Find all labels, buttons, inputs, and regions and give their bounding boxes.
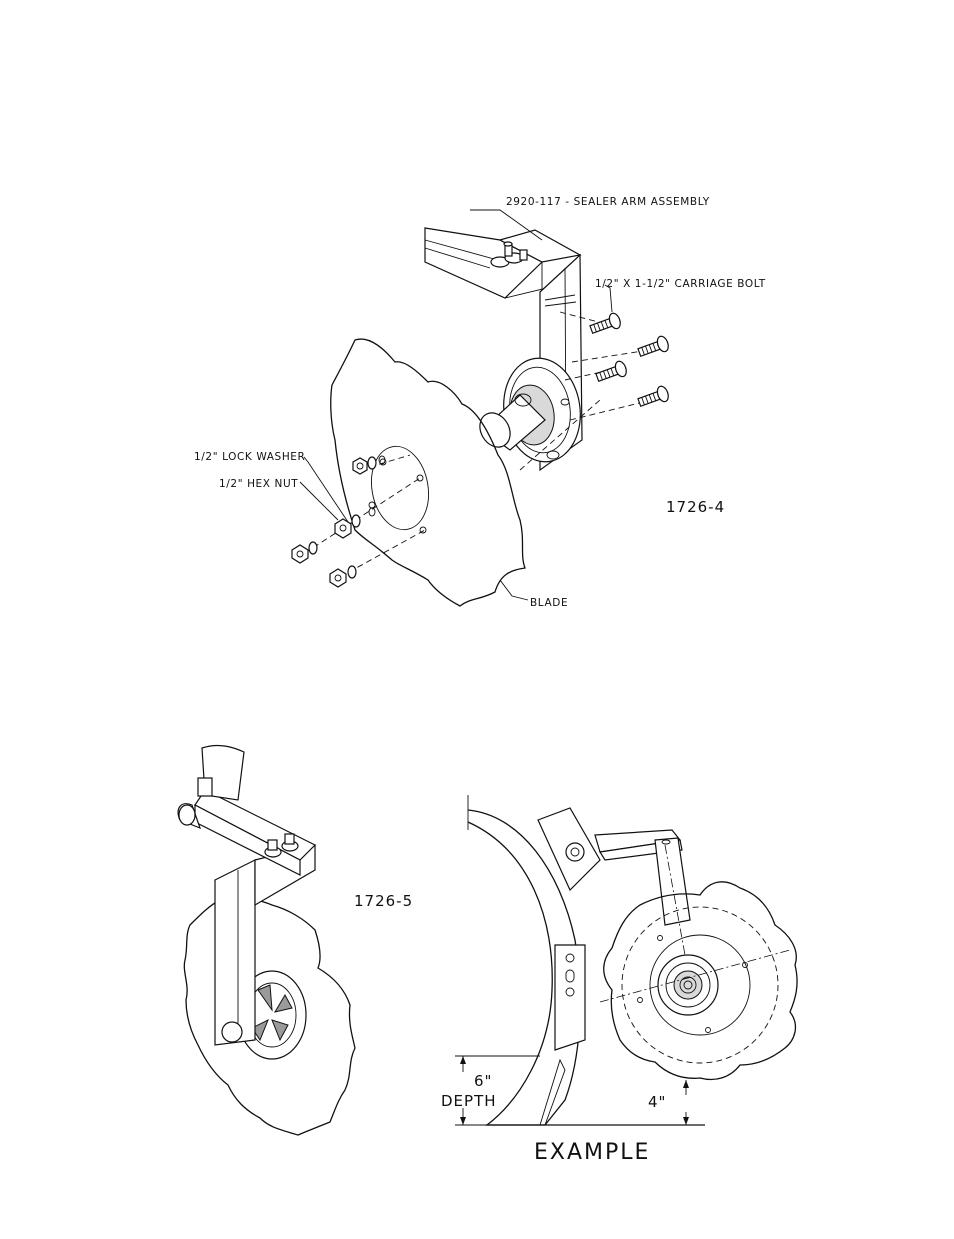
lock-washer-label: 1/2" LOCK WASHER (194, 451, 305, 463)
clearance-value-label: 4" (648, 1093, 666, 1111)
assembled-mount-clamp (177, 744, 245, 830)
leader-lines (299, 209, 613, 601)
assembled-arm-top (194, 789, 317, 876)
depth-label: DEPTH (441, 1092, 497, 1110)
example-caption: EXAMPLE (534, 1140, 650, 1165)
depth-example-figure: 6" DEPTH 4" EXAMPLE (441, 795, 798, 1165)
carriage-bolts (589, 312, 669, 408)
hub-bearing (479, 357, 581, 463)
blade-disc (330, 338, 526, 607)
closing-wheel (603, 881, 798, 1081)
assembled-view-figure: 1726-5 (177, 744, 413, 1136)
nuts-and-washers (291, 455, 386, 588)
sealer-arm-label: 2920-117 - SEALER ARM ASSEMBLY (506, 196, 710, 208)
blade-label: BLADE (530, 597, 568, 609)
arm-top-bolts (490, 241, 528, 268)
curved-shank (467, 795, 586, 1126)
depth-dimension (455, 1055, 540, 1125)
exploded-view-figure: 2920-117 - SEALER ARM ASSEMBLY 1/2" X 1-… (194, 196, 766, 609)
figure-id-1726-5: 1726-5 (354, 892, 413, 910)
figure-id-1726-4: 1726-4 (666, 498, 725, 516)
clearance-dimension (683, 1080, 689, 1125)
carriage-bolt-label: 1/2" X 1-1/2" CARRIAGE BOLT (595, 278, 766, 290)
assembly-guide-lines (304, 311, 663, 578)
assembled-blade-disc (183, 897, 356, 1136)
depth-value-label: 6" (474, 1072, 492, 1090)
closing-wheel-hub (599, 906, 791, 1064)
hex-nut-label: 1/2" HEX NUT (219, 478, 298, 490)
